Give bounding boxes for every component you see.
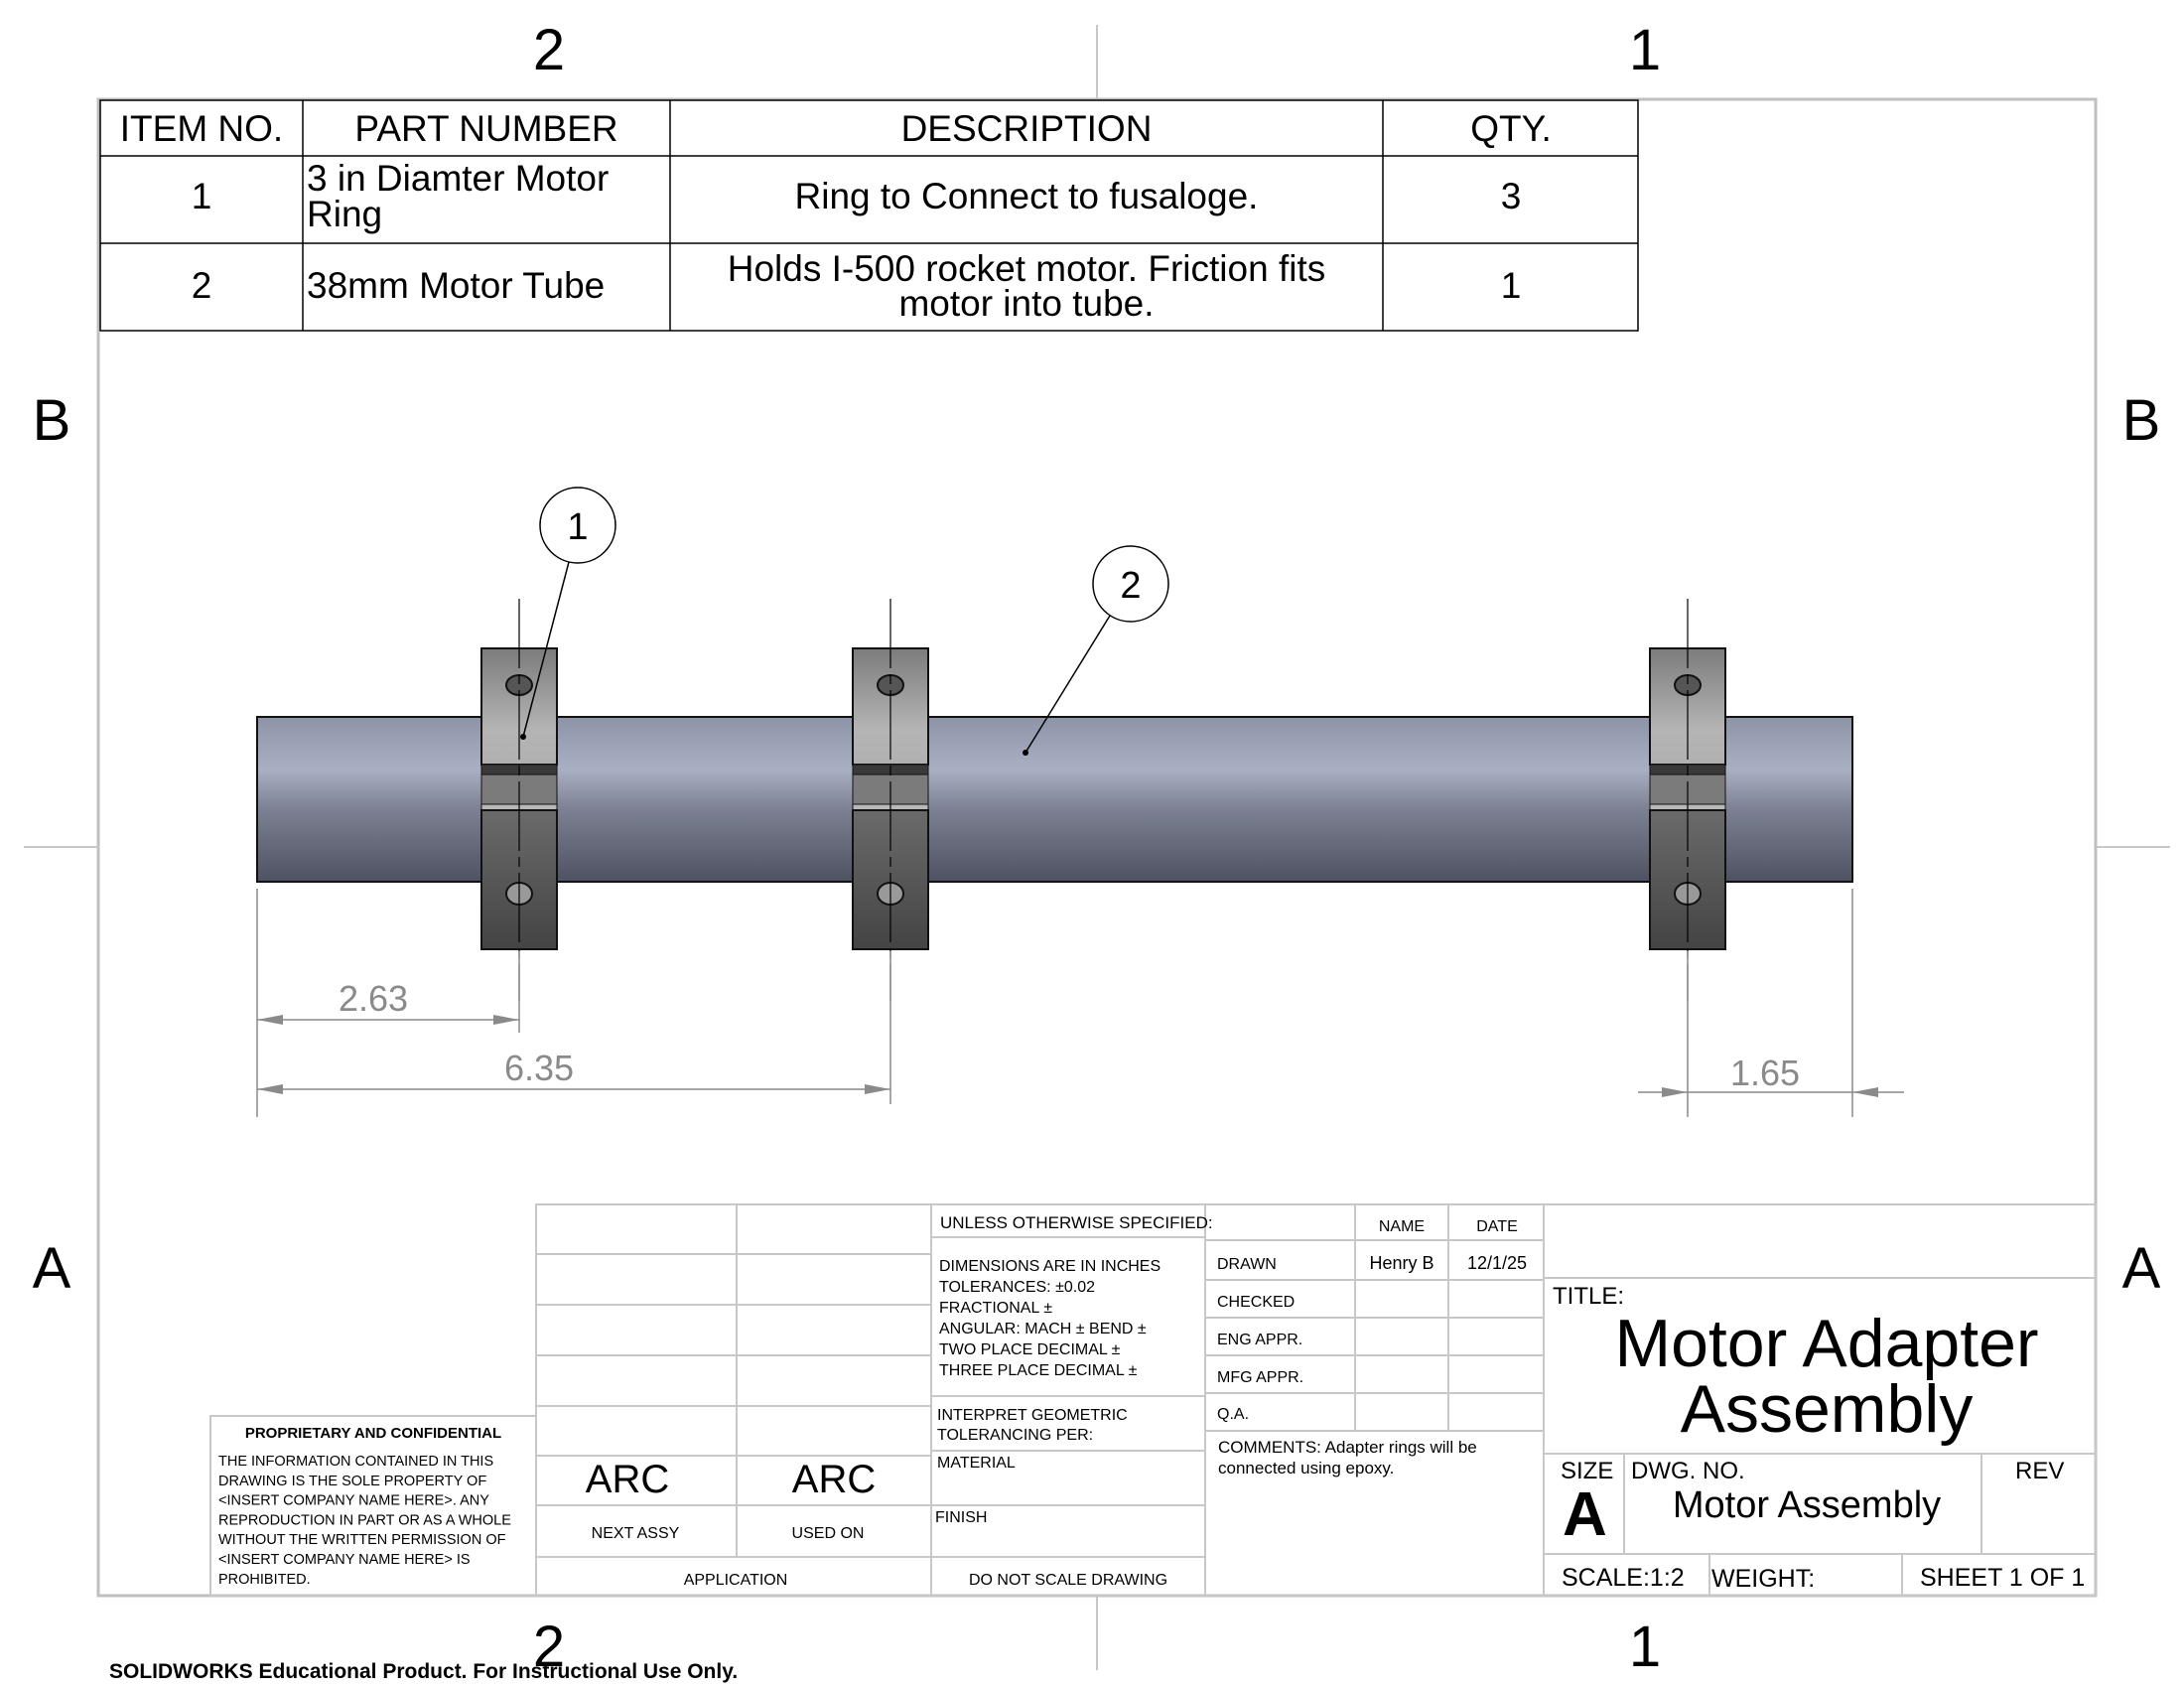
bom-row1-item: 1: [192, 176, 212, 216]
tolerance-line-6: THREE PLACE DECIMAL ±: [939, 1362, 1138, 1379]
next-assy-label: NEXT ASSY: [592, 1525, 680, 1542]
bom-row2-item: 2: [192, 265, 212, 306]
scale-label: SCALE:1:2: [1562, 1564, 1685, 1592]
comments-2: connected using epoxy.: [1218, 1459, 1394, 1477]
title-block: ARC ARC NEXT ASSY USED ON APPLICATION DO…: [535, 1203, 2097, 1597]
balloon-1: [539, 487, 616, 564]
interpret-2: TOLERANCING PER:: [937, 1427, 1093, 1444]
balloon-1-label: 1: [567, 506, 588, 548]
bom-table: ITEM NO. PART NUMBER DESCRIPTION QTY. 1 …: [99, 99, 1639, 332]
tolerance-line-3: FRACTIONAL ±: [939, 1300, 1052, 1317]
motor-ring-3: [1649, 599, 1726, 1001]
zone-label-top-1: 1: [1629, 18, 1661, 82]
dwg-no-value: Motor Assembly: [1673, 1484, 1941, 1526]
bom-row1-part-1: 3 in Diamter Motor: [307, 158, 609, 199]
date-header: DATE: [1476, 1218, 1517, 1235]
finish-label: FINISH: [935, 1509, 987, 1526]
zone-label-left-a: A: [33, 1236, 71, 1301]
proprietary-line-1: THE INFORMATION CONTAINED IN THIS: [218, 1454, 493, 1470]
proprietary-line-2: DRAWING IS THE SOLE PROPERTY OF: [218, 1474, 486, 1489]
proprietary-line-4: REPRODUCTION IN PART OR AS A WHOLE: [218, 1512, 511, 1528]
proprietary-heading: PROPRIETARY AND CONFIDENTIAL: [245, 1425, 501, 1442]
bom-row2-part: 38mm Motor Tube: [307, 265, 605, 306]
tolerance-line-5: TWO PLACE DECIMAL ±: [939, 1341, 1121, 1358]
bom-row1-part-2: Ring: [307, 194, 382, 234]
educational-watermark: SOLIDWORKS Educational Product. For Inst…: [109, 1660, 738, 1683]
dimension-6-35: 6.35: [504, 1048, 574, 1088]
motor-ring-1: [480, 599, 558, 1001]
bom-header-part: PART NUMBER: [354, 108, 617, 149]
zone-label-bottom-1: 1: [1629, 1615, 1661, 1679]
sheet-label: SHEET 1 OF 1: [1920, 1564, 2085, 1592]
tolerance-line-1: DIMENSIONS ARE IN INCHES: [939, 1258, 1160, 1275]
tolerance-line-4: ANGULAR: MACH ± BEND ±: [939, 1321, 1147, 1337]
proprietary-line-7: PROHIBITED.: [218, 1572, 311, 1588]
rev-label: REV: [2015, 1458, 2064, 1484]
zone-label-right-a: A: [2122, 1236, 2161, 1301]
application-label: APPLICATION: [684, 1572, 788, 1589]
used-on-value: ARC: [792, 1458, 876, 1501]
role-5: Q.A.: [1217, 1406, 1249, 1423]
balloon-2: [1092, 545, 1169, 623]
zone-label-left-b: B: [33, 388, 71, 453]
next-assy-value: ARC: [586, 1458, 669, 1501]
dimension-2-63: 2.63: [339, 978, 408, 1019]
proprietary-line-6: <INSERT COMPANY NAME HERE> IS: [218, 1552, 471, 1568]
drawn-name: Henry B: [1369, 1253, 1433, 1273]
tolerance-line-2: TOLERANCES: ±0.02: [939, 1279, 1095, 1296]
motor-ring-2: [852, 599, 929, 1001]
do-not-scale-label: DO NOT SCALE DRAWING: [969, 1572, 1167, 1589]
dimensions: 2.63 6.35 1.65: [256, 889, 1904, 1117]
zone-label-right-b: B: [2122, 388, 2161, 453]
unless-specified: UNLESS OTHERWISE SPECIFIED:: [940, 1213, 1213, 1232]
zone-label-top-2: 2: [533, 18, 565, 82]
proprietary-line-5: WITHOUT THE WRITTEN PERMISSION OF: [218, 1532, 506, 1548]
zone-ticks: [24, 25, 2170, 1670]
bom-header-description: DESCRIPTION: [901, 108, 1153, 149]
role-1: DRAWN: [1217, 1256, 1277, 1273]
bom-row2-qty: 1: [1501, 265, 1522, 306]
bom-header-qty: QTY.: [1470, 108, 1552, 149]
role-3: ENG APPR.: [1217, 1332, 1302, 1348]
balloon-2-label: 2: [1120, 565, 1141, 607]
material-label: MATERIAL: [937, 1455, 1016, 1472]
role-4: MFG APPR.: [1217, 1369, 1303, 1386]
assembly-view: 1 2 2.63 6.35 1.65: [256, 487, 1904, 1117]
dwg-no-label: DWG. NO.: [1631, 1458, 1745, 1484]
bom-header-item: ITEM NO.: [120, 108, 283, 149]
drawn-date: 12/1/25: [1467, 1253, 1527, 1273]
size-value: A: [1563, 1480, 1607, 1549]
drawing-title-1: Motor Adapter: [1614, 1306, 2038, 1381]
dimension-1-65: 1.65: [1730, 1053, 1800, 1093]
name-header: NAME: [1379, 1218, 1425, 1235]
drawing-title-2: Assembly: [1681, 1371, 1974, 1447]
bom-row2-desc-2: motor into tube.: [898, 283, 1154, 324]
bom-row1-qty: 3: [1501, 176, 1522, 216]
bom-row1-desc: Ring to Connect to fusaloge.: [795, 176, 1259, 216]
role-2: CHECKED: [1217, 1294, 1295, 1311]
balloon-2-leader: [1024, 615, 1111, 754]
proprietary-notice: PROPRIETARY AND CONFIDENTIAL THE INFORMA…: [209, 1415, 537, 1597]
used-on-label: USED ON: [792, 1525, 865, 1542]
balloon-1-leader: [522, 561, 570, 738]
zone-label-bottom-2: 2: [533, 1615, 565, 1679]
proprietary-line-3: <INSERT COMPANY NAME HERE>. ANY: [218, 1493, 489, 1509]
weight-label: WEIGHT:: [1711, 1565, 1815, 1593]
bom-row2-desc-1: Holds I-500 rocket motor. Friction fits: [728, 248, 1325, 289]
title-label: TITLE:: [1553, 1283, 1624, 1310]
interpret-1: INTERPRET GEOMETRIC: [937, 1407, 1128, 1424]
size-label: SIZE: [1561, 1458, 1613, 1484]
comments-1: COMMENTS: Adapter rings will be: [1218, 1438, 1477, 1457]
